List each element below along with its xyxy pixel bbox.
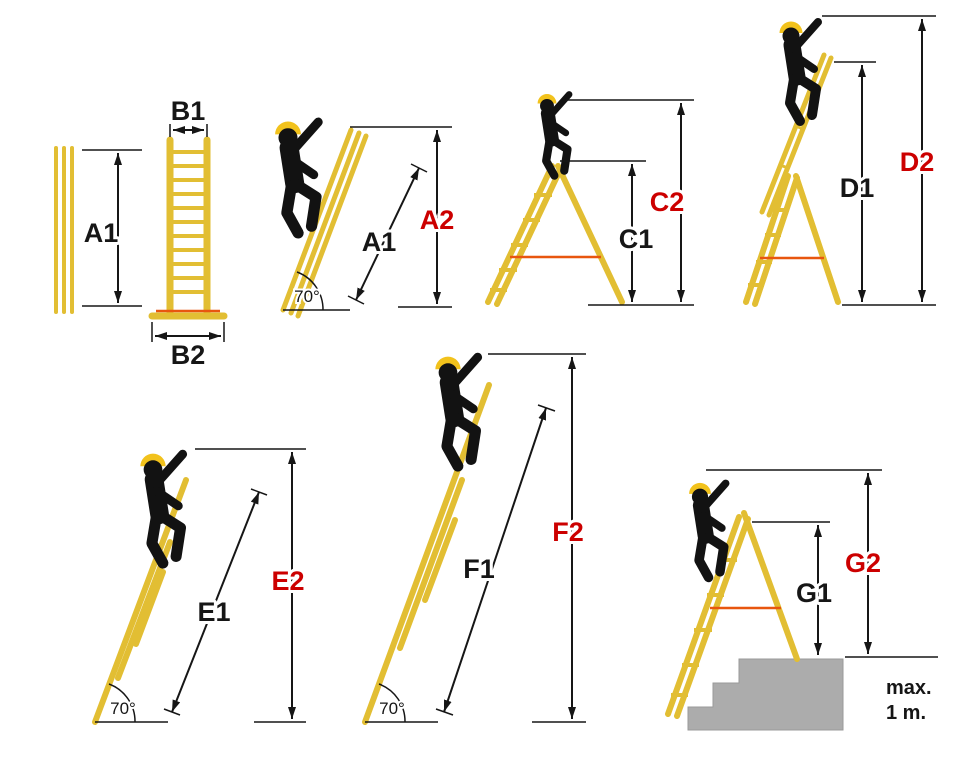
figure-stepladder: C1 C2: [485, 94, 694, 307]
label-e1-length: E1: [197, 597, 230, 627]
dimension-d2-reach: D2: [822, 15, 937, 302]
dimension-a2-reach: A2: [350, 126, 457, 308]
label-g1-height: G1: [796, 578, 832, 608]
angle-indicator: 70°: [95, 683, 168, 723]
max-height-note: max. 1 m.: [886, 677, 932, 724]
dimension-d1-height: D1: [834, 61, 936, 306]
dimension-b1-top-width: B1: [168, 93, 208, 137]
label-a1-length: A1: [362, 227, 397, 257]
angle-indicator: 70°: [365, 683, 438, 723]
dimension-a1-length: A1: [347, 163, 428, 305]
dimension-e1-length: E1: [163, 488, 268, 716]
ladder-graphic: [743, 52, 841, 307]
label-c1-height: C1: [619, 224, 654, 254]
figure-extension-ladder-short: 70° E1 E2: [92, 448, 308, 725]
label-a2-reach: A2: [420, 205, 455, 235]
label-g2-reach: G2: [845, 548, 881, 578]
person-icon: [780, 22, 819, 122]
label-e2-reach: E2: [271, 566, 304, 596]
figure-stepladder-extension: D1 D2: [743, 15, 937, 307]
note-max: max.: [886, 677, 932, 699]
label-d2-reach: D2: [900, 147, 935, 177]
dimension-a1-height: A1: [81, 149, 142, 307]
ladder-side-view: [54, 146, 74, 314]
dimension-f1-length: F1: [435, 404, 556, 716]
ladder-front-view: [148, 136, 228, 320]
label-c2-reach: C2: [650, 187, 685, 217]
label-b1-top-width: B1: [171, 96, 206, 126]
dimension-g2-reach: G2: [706, 469, 938, 658]
person-icon: [275, 121, 318, 232]
person-icon: [435, 357, 477, 466]
angle-indicator: 70°: [283, 271, 350, 311]
label-b2-base-width: B2: [171, 340, 206, 370]
person-icon: [689, 483, 726, 578]
note-1m: 1 m.: [886, 702, 926, 724]
dimension-b2-base-width: B2: [151, 322, 225, 373]
label-angle-70: 70°: [379, 699, 405, 718]
figure-stepladder-on-stairs: G1 G2 max. 1 m.: [665, 469, 938, 731]
figure-leaning-ladder: 70° A1 A2: [275, 121, 457, 319]
dimension-c1-height: C1: [560, 160, 694, 306]
dimension-e2-reach: E2: [195, 448, 308, 723]
stairs-graphic: [687, 658, 844, 731]
label-angle-70: 70°: [294, 287, 320, 306]
dimension-f2-reach: F2: [488, 353, 587, 723]
label-angle-70: 70°: [110, 699, 136, 718]
label-a1-height: A1: [84, 218, 119, 248]
dimension-g1-height: G1: [752, 521, 835, 655]
ladder-graphic: [485, 163, 625, 307]
label-f2-reach: F2: [552, 517, 584, 547]
figure-extension-ladder-long: 70° F1 F2: [362, 353, 587, 725]
figure-closed-ladder-front: A1 B1 B2: [54, 93, 228, 373]
label-d1-height: D1: [840, 173, 875, 203]
dimension-c2-reach: C2: [566, 99, 694, 302]
label-f1-length: F1: [463, 554, 495, 584]
